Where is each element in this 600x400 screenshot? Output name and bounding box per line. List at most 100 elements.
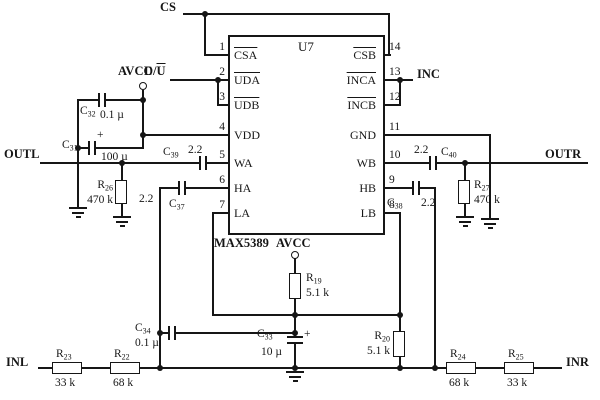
r27-resistor-body [458, 180, 470, 204]
c38-ref-label: C38 [387, 197, 403, 211]
wire-c38-right [420, 187, 435, 189]
wire-outr [437, 162, 588, 164]
pin-name-ha: HA [234, 181, 252, 195]
wire-pin1-stub [204, 54, 228, 56]
r26-resistor-body [115, 180, 127, 204]
wire-r19-bottom [294, 298, 296, 316]
c40-capacitor-plate [429, 156, 431, 170]
wire-c34-right [176, 332, 295, 334]
r25-ref-label: R25 [508, 348, 524, 362]
wire-r26-bottom [121, 203, 123, 216]
pin-name-uda: UDA [234, 73, 260, 87]
r26-ref-label: R26 [97, 179, 113, 193]
c33-capacitor-plate [287, 336, 303, 338]
c31-capacitor-plate [94, 141, 96, 155]
pin-number-12: 12 [389, 91, 401, 103]
pin-number-1: 1 [219, 41, 225, 53]
pin-name-csb: CSB [353, 48, 376, 62]
c31-capacitor-plate [88, 141, 90, 155]
c39-capacitor-plate [205, 156, 207, 170]
wire-right-input-rail [434, 187, 436, 369]
c34-ref-label: C34 [135, 322, 151, 336]
r25-resistor-body [504, 362, 534, 374]
ground-symbol [481, 218, 499, 229]
wire-vdd [142, 134, 228, 136]
wire-inc-branch [399, 79, 401, 106]
pin-name-incb: INCB [347, 98, 376, 112]
junction-dot [157, 330, 163, 336]
c38-capacitor-plate [418, 181, 420, 195]
outl-signal-label: OUTL [4, 147, 40, 161]
r19-resistor-body [289, 273, 301, 299]
r23-ref-label: R23 [56, 348, 72, 362]
c31-polarity-mark: + [97, 129, 104, 141]
pin-name-csa: CSA [234, 48, 258, 62]
wire-pin3-stub [217, 104, 228, 106]
du-label-bar: U [156, 64, 166, 78]
wire-wb [385, 162, 429, 164]
ground-symbol [113, 216, 131, 227]
c39-capacitor-plate [199, 156, 201, 170]
wire-gnd-pin [385, 134, 490, 136]
c33-capacitor-plate [287, 342, 303, 344]
pin-name-la: LA [234, 206, 250, 220]
wire-c32-left [77, 99, 98, 101]
inl-signal-label: INL [6, 355, 29, 369]
junction-dot [462, 160, 468, 166]
wire-r20-top [399, 314, 401, 332]
pin-number-5: 5 [219, 149, 225, 161]
pin-number-2: 2 [219, 66, 225, 78]
pin-number-14: 14 [389, 41, 401, 53]
wire-c33-top [294, 314, 296, 338]
c38-capacitor-plate [412, 181, 414, 195]
wire-du [170, 79, 228, 81]
r22-ref-label: R22 [114, 348, 130, 362]
wire-input-bus [38, 367, 562, 369]
junction-dot [75, 145, 81, 151]
junction-dot [215, 77, 221, 83]
wire-cs-bus [183, 13, 390, 15]
wire-lb-stub [385, 212, 401, 214]
avcc-bottom-label: AVCC [276, 236, 311, 250]
wire-c32-right [106, 99, 144, 101]
c39-ref-label: C39 [163, 146, 179, 160]
wire-c31-right [96, 147, 144, 149]
wire-cs-drop-left [204, 13, 206, 55]
c33-ref-label: C33 [257, 328, 273, 342]
wire-lb-rail [399, 212, 401, 316]
r23-value-label: 33 k [55, 377, 76, 389]
pin-number-4: 4 [219, 121, 225, 133]
junction-dot [119, 160, 125, 166]
junction-dot [397, 77, 403, 83]
r24-resistor-body [446, 362, 476, 374]
wire-pin14-stub [385, 54, 391, 56]
wire-r27-bottom [464, 203, 466, 216]
avcc-terminal [139, 82, 147, 90]
pin-name-wb: WB [356, 156, 376, 170]
r20-ref-label: R20 [374, 330, 390, 344]
wire-cap-ground-rail [77, 99, 79, 207]
wire-c39-to-wa [207, 162, 228, 164]
du-label-pre: D/ [144, 64, 157, 78]
c34-capacitor-plate [168, 326, 170, 340]
junction-dot [140, 132, 146, 138]
junction-dot [140, 97, 146, 103]
c34-capacitor-plate [174, 326, 176, 340]
c37-ref-label: C37 [169, 198, 185, 212]
r19-ref-label: R19 [306, 272, 322, 286]
c34-value-label: 0.1 µ [135, 337, 159, 349]
r24-ref-label: R24 [450, 348, 466, 362]
r22-value-label: 68 k [113, 377, 134, 389]
r27-value-label: 470 k [474, 194, 500, 206]
avcc-bottom-terminal [291, 251, 299, 259]
wire-r27-top [464, 162, 466, 181]
wire-ha-right [186, 187, 228, 189]
wire-avcc2-stem [294, 258, 296, 274]
wire-gnd-drop [489, 134, 491, 218]
r20-resistor-body [393, 331, 405, 357]
wire-cs-drop-right [388, 13, 390, 55]
ground-symbol [69, 207, 87, 218]
outr-signal-label: OUTR [545, 147, 582, 161]
wire-avcc-rail [142, 90, 144, 148]
pin-name-inca: INCA [346, 73, 376, 87]
